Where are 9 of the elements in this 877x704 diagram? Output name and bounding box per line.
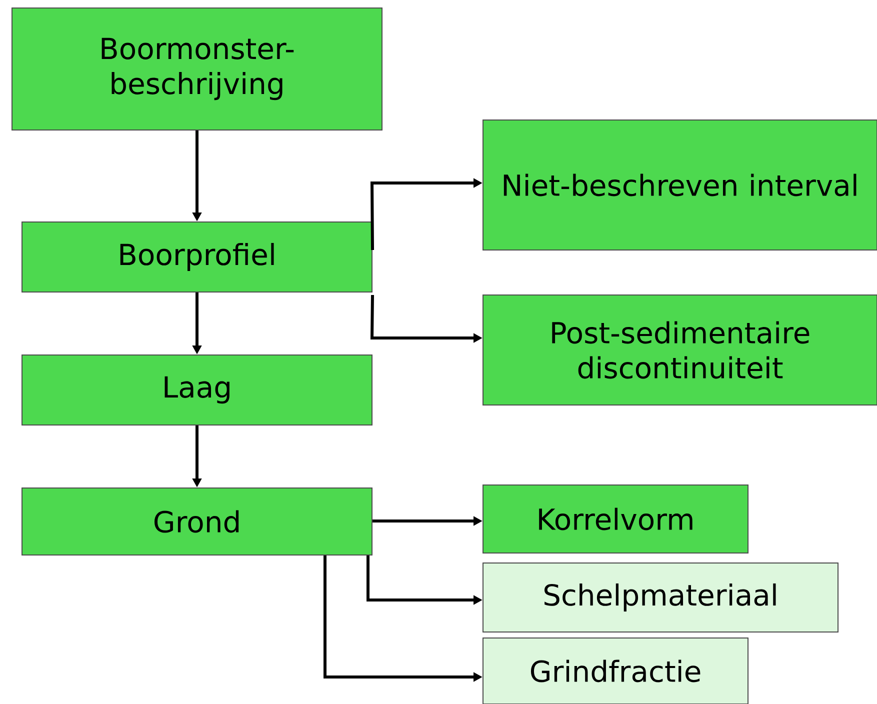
process-box: Schelpmateriaal: [482, 562, 838, 632]
process-box: Boormonster-beschrijving: [12, 8, 382, 130]
process-box: Boorprofiel: [22, 222, 372, 292]
process-box: Post-sedimentaire discontinuiteit: [482, 294, 877, 406]
process-box: Niet-beschreven interval: [482, 120, 877, 250]
process-box: Grindfractie: [482, 638, 748, 704]
process-box: Korrelvorm: [482, 484, 748, 554]
process-box: Grond: [22, 488, 372, 556]
process-box: Laag: [22, 354, 372, 426]
